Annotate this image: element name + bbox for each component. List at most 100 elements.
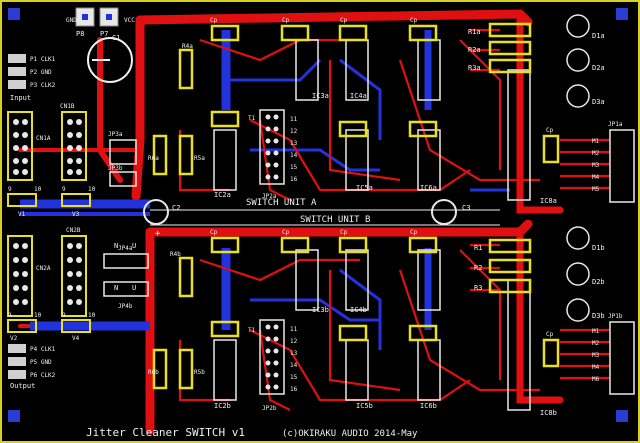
resistors: [152, 22, 532, 390]
mount-hole: [8, 410, 20, 422]
plus-label: +: [155, 229, 161, 239]
ic3a-label: IC3a: [312, 92, 329, 100]
jp2b-label: JP2b: [262, 405, 277, 412]
ic4b-label: IC4b: [350, 306, 367, 314]
cp-b-2: Cp: [282, 229, 290, 236]
jp1b-label: JP1b: [608, 313, 623, 320]
output-label: Output: [10, 382, 35, 390]
t1b-label: T1: [248, 327, 256, 334]
v-pads: [7, 193, 91, 333]
output-pin-2: P5 GND: [30, 359, 52, 366]
r5a-label: R5a: [194, 155, 205, 162]
ic6a-label: IC6a: [420, 184, 437, 192]
r4a-label: R4a: [182, 43, 193, 50]
jp2a-num-12: 12: [290, 128, 298, 135]
cn2a-pin-9: 9: [8, 312, 12, 319]
v1-label: V1: [18, 211, 26, 218]
jp2-pins: [265, 114, 279, 390]
input-label: Input: [10, 94, 31, 102]
cp-b-4: Cp: [410, 229, 418, 236]
connector-pins: [13, 119, 82, 305]
mount-hole: [616, 410, 628, 422]
unit-b-label: SWITCH UNIT B: [300, 215, 370, 225]
d1a-label: D1a: [592, 32, 605, 40]
r6a-label: R6a: [148, 155, 159, 162]
ic4a-label: IC4a: [350, 92, 367, 100]
v3-label: V3: [72, 211, 80, 218]
d2a-label: D2a: [592, 64, 605, 72]
cn2a-label: CN2A: [36, 265, 51, 272]
output-header-pads: [8, 344, 26, 379]
jp2a-num-16: 16: [290, 176, 298, 183]
cp-a-3: Cp: [340, 17, 348, 24]
jp1a-m1: M1: [592, 138, 600, 145]
input-pin-1: P1 CLK1: [30, 56, 56, 63]
jp1b-m2: M2: [592, 340, 600, 347]
jp2a-num-15: 15: [290, 164, 298, 171]
jp2b-num-16: 16: [290, 386, 298, 393]
cp-a-2: Cp: [282, 17, 290, 24]
d3a-label: D3a: [592, 98, 605, 106]
r5b-label: R5b: [194, 369, 205, 376]
c3-label: C3: [462, 204, 470, 212]
signal-traces: [178, 28, 610, 411]
cn1a-label: CN1A: [36, 135, 51, 142]
jp1b-m3: M3: [592, 352, 600, 359]
cp-a-4: Cp: [410, 17, 418, 24]
d2b-label: D2b: [592, 278, 605, 286]
jp4b-label: JP4b: [118, 303, 133, 310]
power-connector: [75, 7, 133, 83]
cp-a-1: Cp: [210, 17, 218, 24]
cp-b-5: Cp: [546, 331, 554, 338]
output-pin-3: P6 CLK2: [30, 372, 56, 379]
p8-label: P8: [76, 30, 84, 38]
ic3b-label: IC3b: [312, 306, 329, 314]
connector-outlines: [7, 111, 87, 317]
jp2-headers: [259, 109, 285, 395]
mount-hole: [616, 8, 628, 20]
cp-b-1: Cp: [210, 229, 218, 236]
cn1b-label: CN1B: [60, 103, 75, 110]
r1b-label: R1: [474, 244, 482, 252]
cn1b-pin-9: 9: [62, 186, 66, 193]
big-capacitors: [143, 199, 457, 225]
jp1a-m2: M2: [592, 150, 600, 157]
jp2a-label: JP2a: [262, 193, 277, 200]
input-pin-2: P2 GND: [30, 69, 52, 76]
jp1b-m6: M6: [592, 376, 600, 383]
jp1a-m3: M3: [592, 162, 600, 169]
board-title: Jitter Cleaner SWITCH v1: [86, 426, 245, 439]
c2-label: C2: [172, 204, 180, 212]
input-pin-3: P3 CLK2: [30, 82, 56, 89]
cn2b-pin-10: 10: [88, 312, 96, 319]
leds: [566, 14, 590, 322]
cn1b-pin-10: 10: [88, 186, 96, 193]
jp2b-num-15: 15: [290, 374, 298, 381]
jp1a-label: JP1a: [608, 121, 623, 128]
gnd-label: GND: [66, 17, 77, 24]
jp1a-m5: M5: [592, 186, 600, 193]
c1-label: C1: [112, 34, 120, 42]
output-pin-1: P4 CLK1: [30, 346, 56, 353]
v4-label: V4: [72, 335, 80, 342]
jp3b-label: JP3b: [108, 165, 123, 172]
v2-label: V2: [10, 335, 18, 342]
r1a-label: R1a: [468, 28, 481, 36]
ic8b-label: IC8b: [540, 409, 557, 417]
jp1b-m4: M4: [592, 364, 600, 371]
ic5b-label: IC5b: [356, 402, 373, 410]
jumper-n-a: N: [114, 242, 118, 250]
t1a-label: T1: [248, 115, 256, 122]
cn1a-pin-10: 10: [34, 186, 42, 193]
r3b-label: R3: [474, 284, 482, 292]
jumper-n-b: N: [114, 284, 118, 292]
jumper-blocks: [103, 139, 149, 297]
vcc-label: VCC: [124, 17, 135, 24]
ic5a-label: IC5a: [356, 184, 373, 192]
jp4a-label: JP4a: [118, 245, 133, 252]
jp2b-num-14: 14: [290, 362, 298, 369]
cn2b-pin-9: 9: [62, 312, 66, 319]
jp1a-m4: M4: [592, 174, 600, 181]
